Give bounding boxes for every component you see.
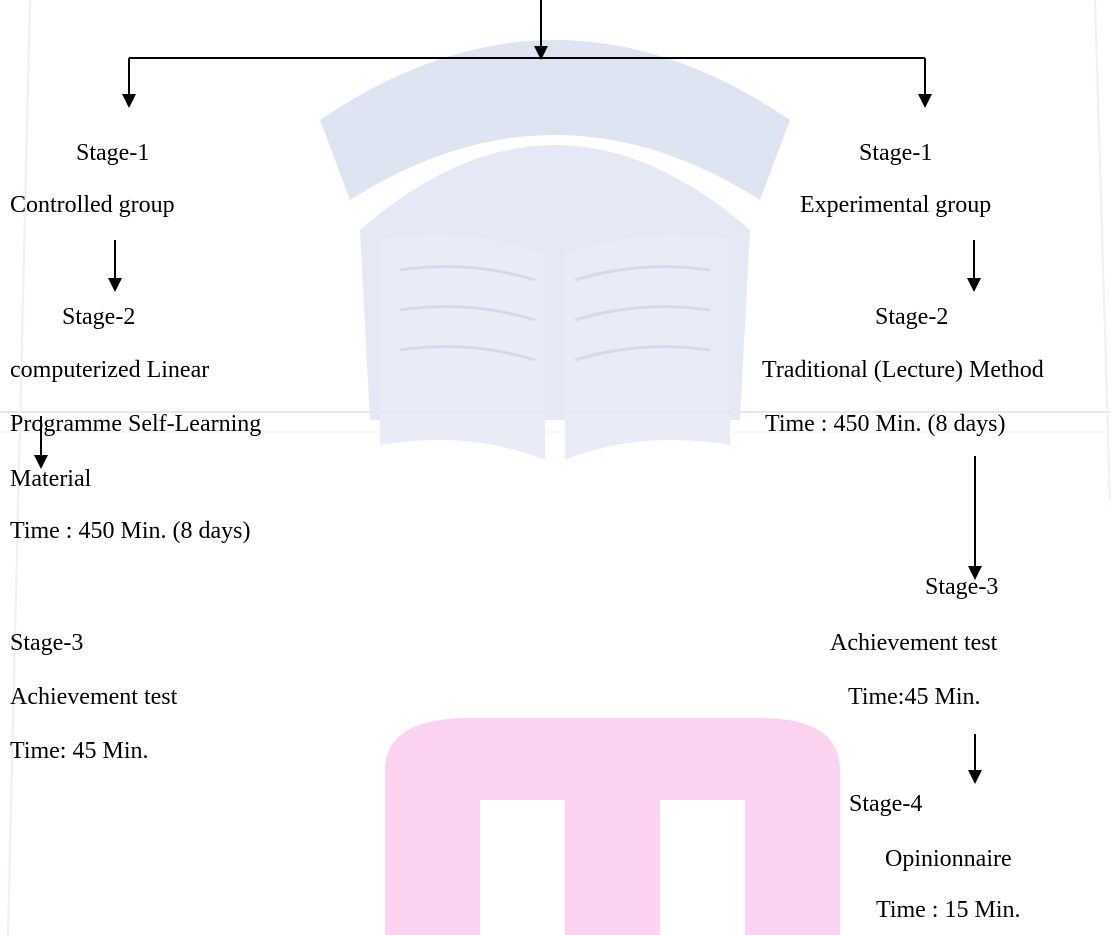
left-stage2-time: Time : 450 Min. (8 days) xyxy=(10,518,251,544)
left-stage3-text: Achievement test xyxy=(10,684,178,710)
arrowhead xyxy=(968,770,982,784)
right-stage2-label: Stage-2 xyxy=(875,304,949,330)
arrowhead xyxy=(34,455,48,469)
arrowhead xyxy=(918,94,932,108)
right-stage4-text: Opinionnaire xyxy=(885,846,1012,872)
left-stage2-label: Stage-2 xyxy=(62,304,136,330)
right-stage1-label: Stage-1 xyxy=(859,140,933,166)
left-stage3-label: Stage-3 xyxy=(10,630,84,656)
right-stage3-label: Stage-3 xyxy=(925,574,999,600)
right-stage2-text: Traditional (Lecture) Method xyxy=(762,357,1044,383)
right-stage1-text: Experimental group xyxy=(800,192,992,218)
arrowhead xyxy=(967,278,981,292)
arrowhead xyxy=(108,278,122,292)
left-stage2-line: Programme Self-Learning xyxy=(10,411,262,437)
left-stage2-line: computerized Linear xyxy=(10,357,210,383)
right-stage4-label: Stage-4 xyxy=(849,791,923,817)
left-stage3-time: Time: 45 Min. xyxy=(10,738,149,764)
right-stage4-time: Time : 15 Min. xyxy=(876,897,1021,923)
left-stage2-line: Material xyxy=(10,466,92,492)
left-stage1-text: Controlled group xyxy=(10,192,175,218)
right-stage3-time: Time:45 Min. xyxy=(848,684,981,710)
right-stage2-time: Time : 450 Min. (8 days) xyxy=(765,411,1006,437)
left-stage1-label: Stage-1 xyxy=(76,140,150,166)
arrowhead xyxy=(968,566,982,580)
right-stage3-text: Achievement test xyxy=(830,630,998,656)
arrowhead xyxy=(534,46,548,60)
arrowhead xyxy=(122,94,136,108)
